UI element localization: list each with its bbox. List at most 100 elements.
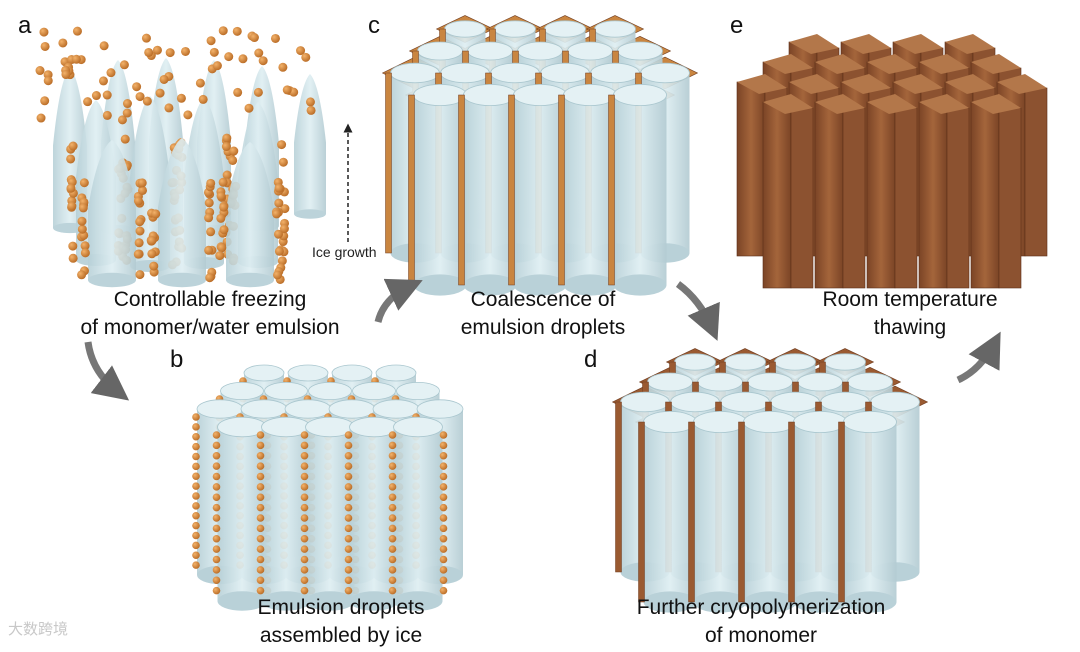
emulsion-droplet — [147, 236, 157, 246]
emulsion-droplet — [300, 514, 309, 522]
ice-column — [388, 416, 448, 611]
emulsion-droplet — [183, 110, 193, 120]
caption-c: Coalescence of emulsion droplets — [398, 286, 688, 342]
emulsion-droplet — [219, 225, 229, 235]
ice-cone — [215, 142, 286, 288]
emulsion-droplet — [439, 545, 448, 553]
emulsion-droplet — [344, 503, 353, 512]
emulsion-droplet — [204, 198, 214, 208]
emulsion-droplet — [135, 217, 145, 227]
emulsion-droplet — [439, 462, 448, 470]
emulsion-droplet — [300, 472, 309, 481]
emulsion-droplet — [439, 451, 448, 460]
emulsion-droplet — [122, 99, 132, 109]
emulsion-droplet — [192, 551, 200, 560]
emulsion-droplet — [218, 177, 228, 187]
emulsion-droplet — [212, 451, 221, 460]
emulsion-droplet — [134, 238, 144, 248]
emulsion-droplet — [256, 514, 265, 522]
emulsion-droplet — [229, 146, 239, 156]
emulsion-droplet — [439, 493, 448, 502]
emulsion-droplet — [40, 96, 50, 106]
emulsion-droplet — [272, 209, 282, 219]
honeycomb-wall — [970, 94, 1022, 289]
emulsion-droplet — [147, 249, 157, 259]
emulsion-droplet — [439, 503, 448, 512]
emulsion-droplet — [159, 74, 169, 84]
emulsion-droplet — [68, 141, 78, 151]
arrow-b-to-c — [374, 278, 423, 323]
emulsion-droplet — [40, 41, 50, 51]
emulsion-droplet — [212, 483, 221, 491]
emulsion-droplet — [256, 451, 265, 460]
emulsion-droplet — [439, 472, 448, 481]
caption-e-line1: Room temperature — [822, 288, 998, 311]
emulsion-droplet — [300, 441, 309, 450]
emulsion-droplet — [212, 524, 221, 533]
emulsion-droplet — [216, 213, 226, 223]
caption-d-line1: Further cryopolymerization — [636, 596, 886, 619]
emulsion-droplet — [388, 524, 397, 533]
ice-column — [300, 416, 360, 611]
emulsion-droplet — [388, 555, 397, 564]
panel-c-ice-column — [508, 84, 567, 296]
emulsion-droplet — [212, 586, 221, 595]
emulsion-droplet — [224, 52, 234, 62]
emulsion-droplet — [206, 178, 216, 188]
emulsion-droplet — [439, 431, 448, 439]
caption-b-line1: Emulsion droplets — [257, 596, 425, 619]
emulsion-droplet — [39, 27, 49, 37]
emulsion-droplet — [138, 185, 148, 195]
emulsion-droplet — [192, 423, 200, 431]
emulsion-droplet — [68, 253, 78, 263]
caption-b-line2: assembled by ice — [259, 624, 423, 647]
emulsion-droplet — [99, 41, 109, 51]
emulsion-droplet — [256, 586, 265, 595]
emulsion-droplet — [155, 88, 165, 98]
ice-cone — [77, 140, 148, 288]
emulsion-droplet — [212, 545, 221, 553]
caption-e: Room temperature thawing — [760, 286, 1060, 342]
emulsion-droplet — [66, 183, 76, 193]
emulsion-droplet — [192, 432, 200, 441]
emulsion-droplet — [149, 261, 159, 271]
emulsion-droplet — [195, 78, 205, 88]
caption-a-line2: of monomer/water emulsion — [80, 316, 340, 339]
emulsion-droplet — [68, 241, 78, 251]
emulsion-droplet — [212, 472, 221, 481]
emulsion-droplet — [192, 531, 200, 540]
emulsion-droplet — [256, 503, 265, 512]
emulsion-droplet — [305, 97, 315, 107]
emulsion-droplet — [119, 60, 129, 70]
emulsion-droplet — [439, 586, 448, 595]
emulsion-droplet — [137, 178, 147, 188]
caption-c-line1: Coalescence of — [470, 288, 616, 311]
emulsion-droplet — [296, 46, 306, 56]
emulsion-droplet — [204, 213, 214, 223]
emulsion-droplet — [58, 38, 68, 48]
emulsion-droplet — [238, 54, 248, 64]
emulsion-droplet — [212, 441, 221, 450]
emulsion-droplet — [219, 202, 229, 212]
emulsion-droplet — [388, 586, 397, 595]
emulsion-droplet — [300, 451, 309, 460]
emulsion-droplet — [66, 154, 76, 164]
emulsion-droplet — [206, 227, 216, 237]
emulsion-droplet — [273, 229, 283, 239]
honeycomb-wall — [762, 94, 814, 289]
honeycomb-wall — [814, 94, 866, 289]
arrow-a-to-b — [84, 341, 130, 401]
emulsion-droplet — [388, 462, 397, 470]
emulsion-droplet — [279, 224, 289, 234]
emulsion-droplet — [192, 482, 200, 490]
emulsion-droplet — [102, 90, 112, 100]
emulsion-droplet — [256, 462, 265, 470]
emulsion-droplet — [67, 201, 77, 211]
emulsion-droplet — [71, 54, 81, 64]
panel-c-coalesced-columns — [381, 15, 699, 296]
emulsion-droplet — [300, 431, 309, 439]
emulsion-droplet — [120, 134, 130, 144]
emulsion-droplet — [144, 47, 154, 57]
emulsion-droplet — [212, 555, 221, 564]
